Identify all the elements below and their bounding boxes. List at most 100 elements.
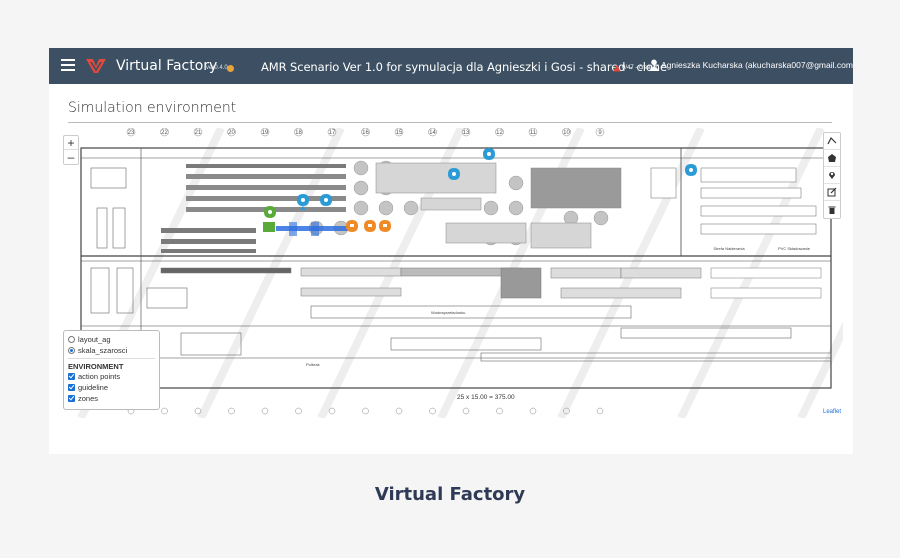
layers-control: layout_ag skala_szarosci ENVIRONMENT act…: [63, 330, 160, 410]
version-info-icon[interactable]: [227, 65, 234, 72]
bottom-column-marker: [362, 407, 369, 415]
base-layer-layout-ag[interactable]: layout_ag: [68, 334, 155, 345]
production-blocks: [375, 162, 622, 249]
layers-group-title: ENVIRONMENT: [68, 361, 124, 371]
bottom-column-marker: [596, 407, 604, 415]
bottom-column-marker: [194, 407, 202, 415]
overlay-zones[interactable]: zones: [68, 393, 155, 404]
map-scale-label: 25 x 15.00 = 375.00: [457, 394, 515, 401]
app-title: Virtual Factory: [116, 58, 218, 74]
layers-divider: [68, 358, 155, 359]
column-label: 11: [530, 130, 537, 136]
column-label: 13: [463, 130, 470, 136]
checkbox-guideline[interactable]: [68, 384, 75, 391]
overlay-guideline[interactable]: guideline: [68, 382, 155, 393]
column-marker: [361, 128, 370, 137]
virtual-factory-logo-icon: [86, 59, 106, 73]
column-label: 17: [329, 130, 336, 136]
column-marker: [595, 128, 605, 137]
polyline-icon: [827, 136, 837, 145]
draw-polyline-button[interactable]: [824, 133, 840, 150]
bottom-column-marker: [228, 407, 235, 415]
layer-label: skala_szarosci: [78, 346, 128, 355]
column-marker: [294, 128, 303, 137]
zoom-control: + –: [63, 135, 79, 165]
bottom-column-marker: [462, 407, 470, 415]
bottom-column-marker: [328, 407, 336, 415]
column-marker: [528, 128, 538, 137]
leaflet-attribution-link[interactable]: Leaflet: [823, 409, 842, 415]
area-label-ground: Strefa Nabierania: [713, 246, 745, 251]
column-label: 15: [396, 130, 403, 136]
title-divider: [68, 122, 832, 123]
top-bar: Virtual Factory ver0.4.0 AMR Scenario Ve…: [49, 48, 853, 84]
column-marker: [193, 128, 203, 137]
bottom-column-marker: [429, 407, 436, 415]
radio-skala-szarosci[interactable]: [68, 347, 75, 354]
bottom-column-marker: [529, 407, 537, 415]
column-marker: [562, 128, 571, 137]
edit-icon: [827, 187, 837, 197]
overlay-action-points[interactable]: action points: [68, 371, 155, 382]
page-caption: Virtual Factory: [374, 484, 526, 505]
right-area-blocks: [650, 167, 817, 235]
column-marker: [428, 128, 437, 137]
base-layer-skala-szarosci[interactable]: skala_szarosci: [68, 345, 155, 356]
bottom-column-marker: [295, 407, 302, 415]
storage-racks-left: [161, 164, 346, 253]
bottom-column-marker: [395, 407, 403, 415]
column-marker: [227, 128, 236, 137]
column-marker: [495, 128, 504, 137]
app-version: ver0.4.0: [206, 65, 228, 71]
column-label: 21: [195, 130, 202, 136]
user-icon[interactable]: [649, 59, 659, 71]
column-label: 10: [563, 130, 570, 136]
warning-icon[interactable]: [613, 64, 621, 72]
layer-label: layout_ag: [78, 335, 111, 344]
marker-icon: [829, 172, 835, 179]
bottom-column-marker: [261, 407, 269, 415]
bottom-column-marker: [496, 407, 503, 415]
user-name[interactable]: Agnieszka Kucharska (akucharska007@gmail…: [661, 60, 853, 70]
action-point-markers[interactable]: [264, 148, 697, 232]
checkbox-action-points[interactable]: [68, 373, 75, 380]
draw-marker-button[interactable]: [824, 167, 840, 184]
lower-zone: [180, 305, 832, 362]
draw-toolbar: [823, 132, 841, 219]
draw-polygon-button[interactable]: [824, 150, 840, 167]
app-window: Virtual Factory ver0.4.0 AMR Scenario Ve…: [49, 48, 853, 454]
left-equipment: [90, 167, 188, 314]
scenario-title: AMR Scenario Ver 1.0 for symulacja dla A…: [261, 60, 667, 74]
area-label-pvc: PVC Składowanie: [778, 246, 811, 251]
area-label-storage: Wodnaprzeładunku: [431, 310, 465, 315]
column-label: 20: [228, 130, 235, 136]
column-marker: [461, 128, 471, 137]
column-marker: [126, 128, 136, 137]
column-label: 9: [598, 130, 602, 136]
layer-label: action points: [78, 372, 121, 381]
page-title: Simulation environment: [68, 100, 237, 116]
radio-layout-ag[interactable]: [68, 336, 75, 343]
agv-guideline[interactable]: [276, 222, 351, 236]
bottom-column-marker: [161, 407, 168, 415]
edit-layers-button[interactable]: [824, 184, 840, 201]
area-label-polish: Polbrak: [306, 362, 320, 367]
trash-icon: [828, 206, 836, 214]
zoom-in-button[interactable]: +: [64, 136, 78, 150]
polygon-icon: [828, 154, 836, 162]
column-label: 12: [496, 130, 503, 136]
checkbox-zones[interactable]: [68, 395, 75, 402]
column-marker: [160, 128, 169, 137]
agv-robot-green[interactable]: [263, 222, 275, 232]
delete-layers-button[interactable]: [824, 201, 840, 218]
column-label: 14: [429, 130, 436, 136]
warning-count: 0/47 - created: [622, 65, 660, 71]
column-label: 23: [128, 130, 135, 136]
column-marker: [260, 128, 270, 137]
hamburger-menu-icon[interactable]: [61, 59, 75, 73]
zoom-out-button[interactable]: –: [67, 150, 75, 164]
middle-row-racks: [160, 267, 822, 299]
